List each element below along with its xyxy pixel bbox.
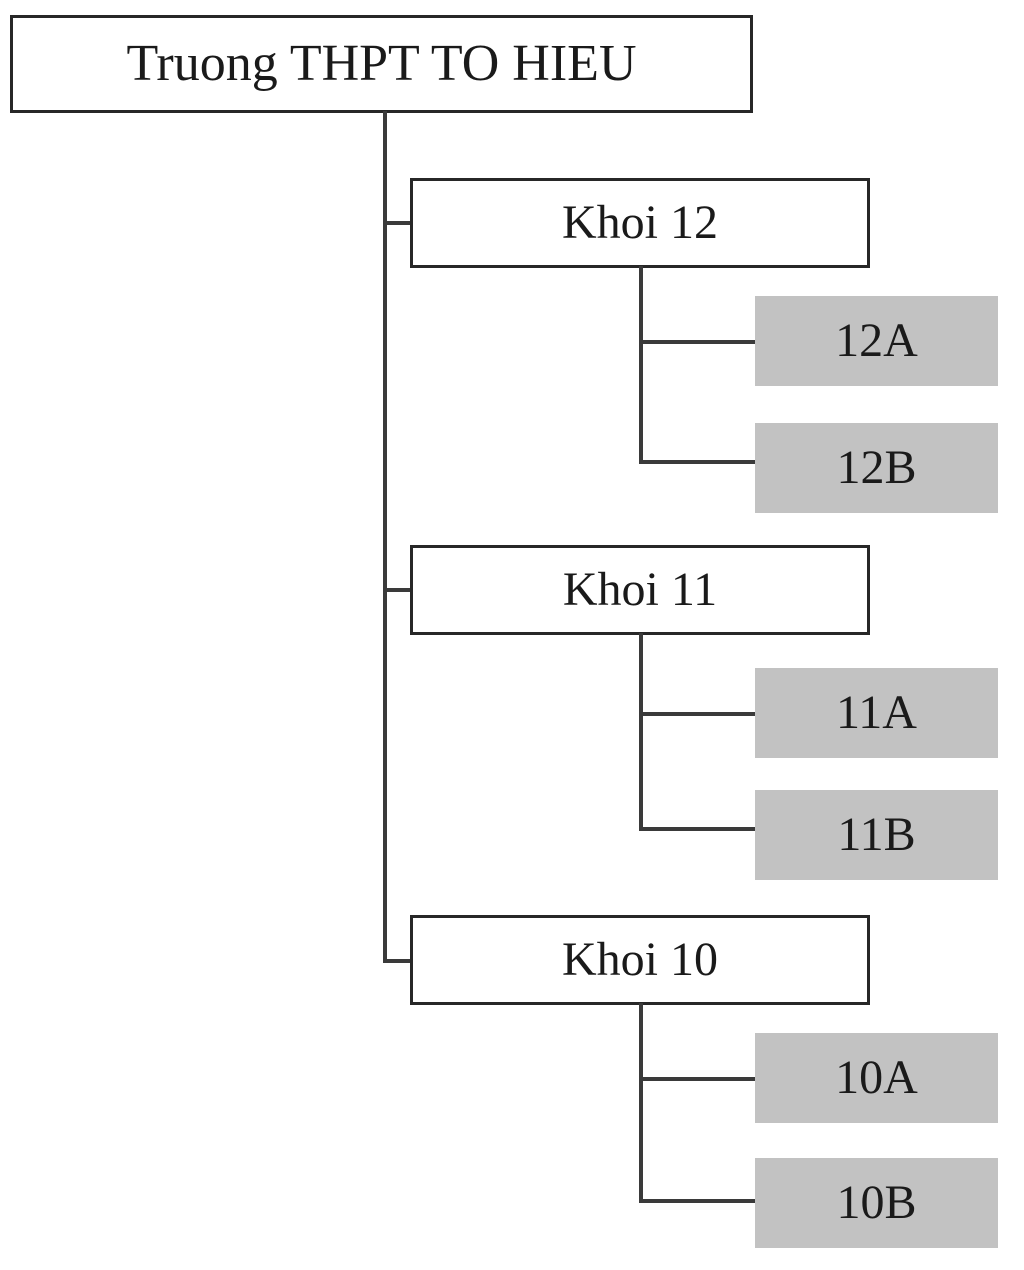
node-root-school[interactable]: Truong THPT TO HIEU bbox=[10, 15, 753, 113]
node-leaf-class-10b[interactable]: 10B bbox=[755, 1158, 998, 1248]
connector-trunk-to-khoi-12 bbox=[383, 221, 412, 225]
connector-trunk-to-khoi-10 bbox=[383, 959, 412, 963]
connector-khoi-11-to-11a bbox=[639, 712, 757, 716]
node-branch-khoi-11-label: Khoi 11 bbox=[562, 563, 718, 616]
node-leaf-class-11a[interactable]: 11A bbox=[755, 668, 998, 758]
node-branch-khoi-12[interactable]: Khoi 12 bbox=[410, 178, 870, 268]
node-leaf-class-11b[interactable]: 11B bbox=[755, 790, 998, 880]
node-branch-khoi-10-label: Khoi 10 bbox=[562, 933, 718, 986]
node-root-label: Truong THPT TO HIEU bbox=[126, 35, 637, 92]
node-leaf-class-12b[interactable]: 12B bbox=[755, 423, 998, 513]
node-leaf-class-11a-label: 11A bbox=[836, 686, 917, 739]
node-branch-khoi-11[interactable]: Khoi 11 bbox=[410, 545, 870, 635]
connector-khoi-12-to-12b bbox=[639, 460, 757, 464]
node-leaf-class-10b-label: 10B bbox=[836, 1176, 917, 1229]
connector-khoi-11-to-11b bbox=[639, 827, 757, 831]
node-leaf-class-12a[interactable]: 12A bbox=[755, 296, 998, 386]
connector-khoi-10-to-10b bbox=[639, 1199, 757, 1203]
node-leaf-class-12b-label: 12B bbox=[836, 441, 917, 494]
node-branch-khoi-10[interactable]: Khoi 10 bbox=[410, 915, 870, 1005]
node-branch-khoi-12-label: Khoi 12 bbox=[562, 196, 718, 249]
connector-khoi-10-drop bbox=[639, 1003, 643, 1203]
node-leaf-class-10a[interactable]: 10A bbox=[755, 1033, 998, 1123]
node-leaf-class-11b-label: 11B bbox=[837, 808, 916, 861]
node-leaf-class-12a-label: 12A bbox=[835, 314, 918, 367]
connector-trunk-vertical bbox=[383, 111, 387, 963]
node-leaf-class-10a-label: 10A bbox=[835, 1051, 918, 1104]
connector-trunk-to-khoi-11 bbox=[383, 588, 412, 592]
connector-khoi-12-drop bbox=[639, 266, 643, 463]
connector-khoi-10-to-10a bbox=[639, 1077, 757, 1081]
connector-khoi-12-to-12a bbox=[639, 340, 757, 344]
connector-khoi-11-drop bbox=[639, 633, 643, 830]
